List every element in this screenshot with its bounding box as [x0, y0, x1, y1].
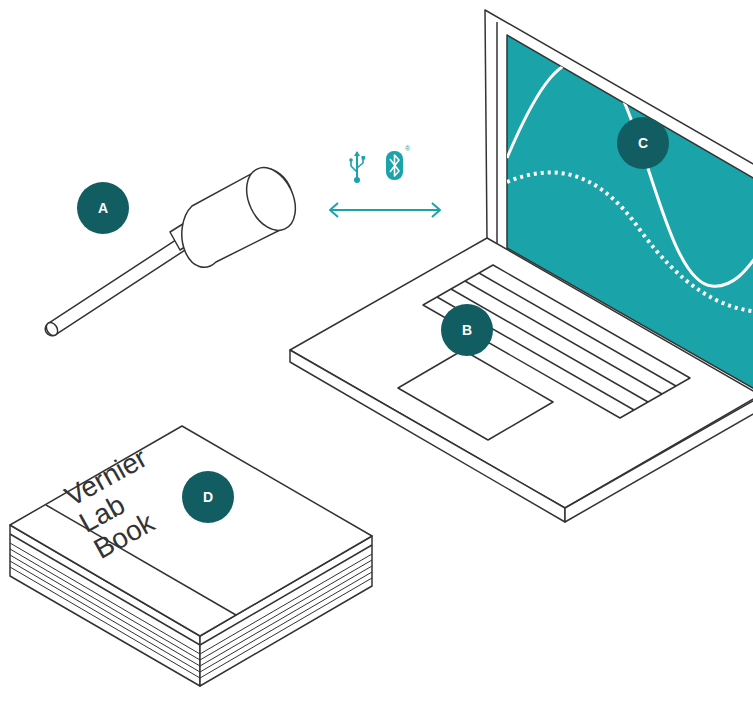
trademark-mark: ®: [405, 145, 410, 153]
laptop: [290, 10, 753, 522]
lab-book: [10, 426, 372, 686]
connection-icons: [330, 151, 440, 217]
callout-letter: A: [77, 182, 129, 234]
sensor-probe: [44, 160, 305, 338]
callout-letter: D: [182, 471, 234, 523]
callout-letter: C: [617, 117, 669, 169]
callout-letter: B: [441, 304, 493, 356]
